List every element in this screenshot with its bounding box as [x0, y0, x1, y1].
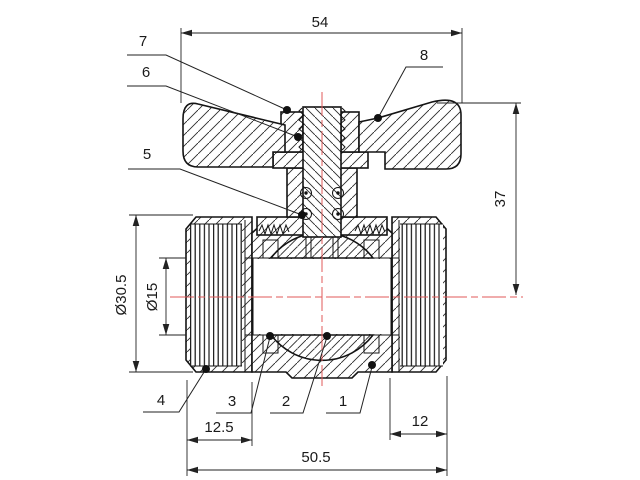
seat-bottom-right — [363, 334, 380, 354]
dim-text-37: 37 — [492, 191, 509, 208]
left-female-thread — [190, 224, 242, 366]
dim-text-d30-5: Ø30.5 — [113, 275, 130, 316]
seat-top-right — [363, 239, 380, 259]
dim-height-to-center: 37 — [437, 102, 521, 295]
part-label-3: 3 — [216, 332, 274, 414]
leader-dot — [323, 332, 331, 340]
dim-text-12-5: 12.5 — [204, 419, 233, 436]
leader-dot — [298, 211, 306, 219]
dim-text-54: 54 — [312, 14, 329, 31]
gland-thread-right — [354, 223, 386, 236]
part-label-4: 4 — [143, 365, 210, 413]
handle-left-wing — [182, 102, 286, 168]
handle-right-wing — [358, 99, 462, 170]
centerlines — [170, 92, 523, 386]
part-label-5: 5 — [128, 146, 306, 219]
svg-text:1: 1 — [339, 393, 347, 410]
svg-text:4: 4 — [157, 392, 165, 409]
part-label-1: 1 — [326, 361, 376, 414]
dim-outer-diameter: Ø30.5 — [113, 214, 193, 373]
stem-thread-right — [339, 107, 346, 151]
part-label-2: 2 — [270, 332, 331, 414]
part-label-8: 8 — [374, 47, 443, 122]
dim-bore-diameter: Ø15 — [144, 257, 186, 336]
svg-text:8: 8 — [420, 47, 428, 64]
leader-dot — [266, 332, 274, 340]
dim-text-d15: Ø15 — [144, 283, 161, 311]
right-female-thread — [400, 224, 443, 366]
part-label-7: 7 — [127, 33, 291, 114]
dim-text-50-5: 50.5 — [301, 449, 330, 466]
dim-handle-width: 54 — [180, 14, 463, 103]
svg-text:7: 7 — [139, 33, 147, 50]
svg-text:6: 6 — [142, 64, 150, 81]
svg-text:5: 5 — [143, 146, 151, 163]
gland-thread-left — [258, 223, 290, 236]
svg-text:3: 3 — [228, 393, 236, 410]
dim-total-length: 50.5 — [187, 449, 447, 474]
stem-o-rings — [300, 187, 344, 220]
dim-port-length: 12 — [389, 376, 448, 476]
leader-dot — [294, 133, 302, 141]
seat-top-left — [262, 239, 279, 259]
leader-dot — [202, 365, 210, 373]
svg-text:2: 2 — [282, 393, 290, 410]
dim-nut-length: 12.5 — [186, 380, 253, 476]
stem-thread-left — [298, 107, 305, 151]
leader-dot — [283, 106, 291, 114]
part-label-6: 6 — [127, 64, 302, 141]
leader-dot — [374, 114, 382, 122]
dim-text-12: 12 — [412, 413, 429, 430]
leader-dot — [368, 361, 376, 369]
